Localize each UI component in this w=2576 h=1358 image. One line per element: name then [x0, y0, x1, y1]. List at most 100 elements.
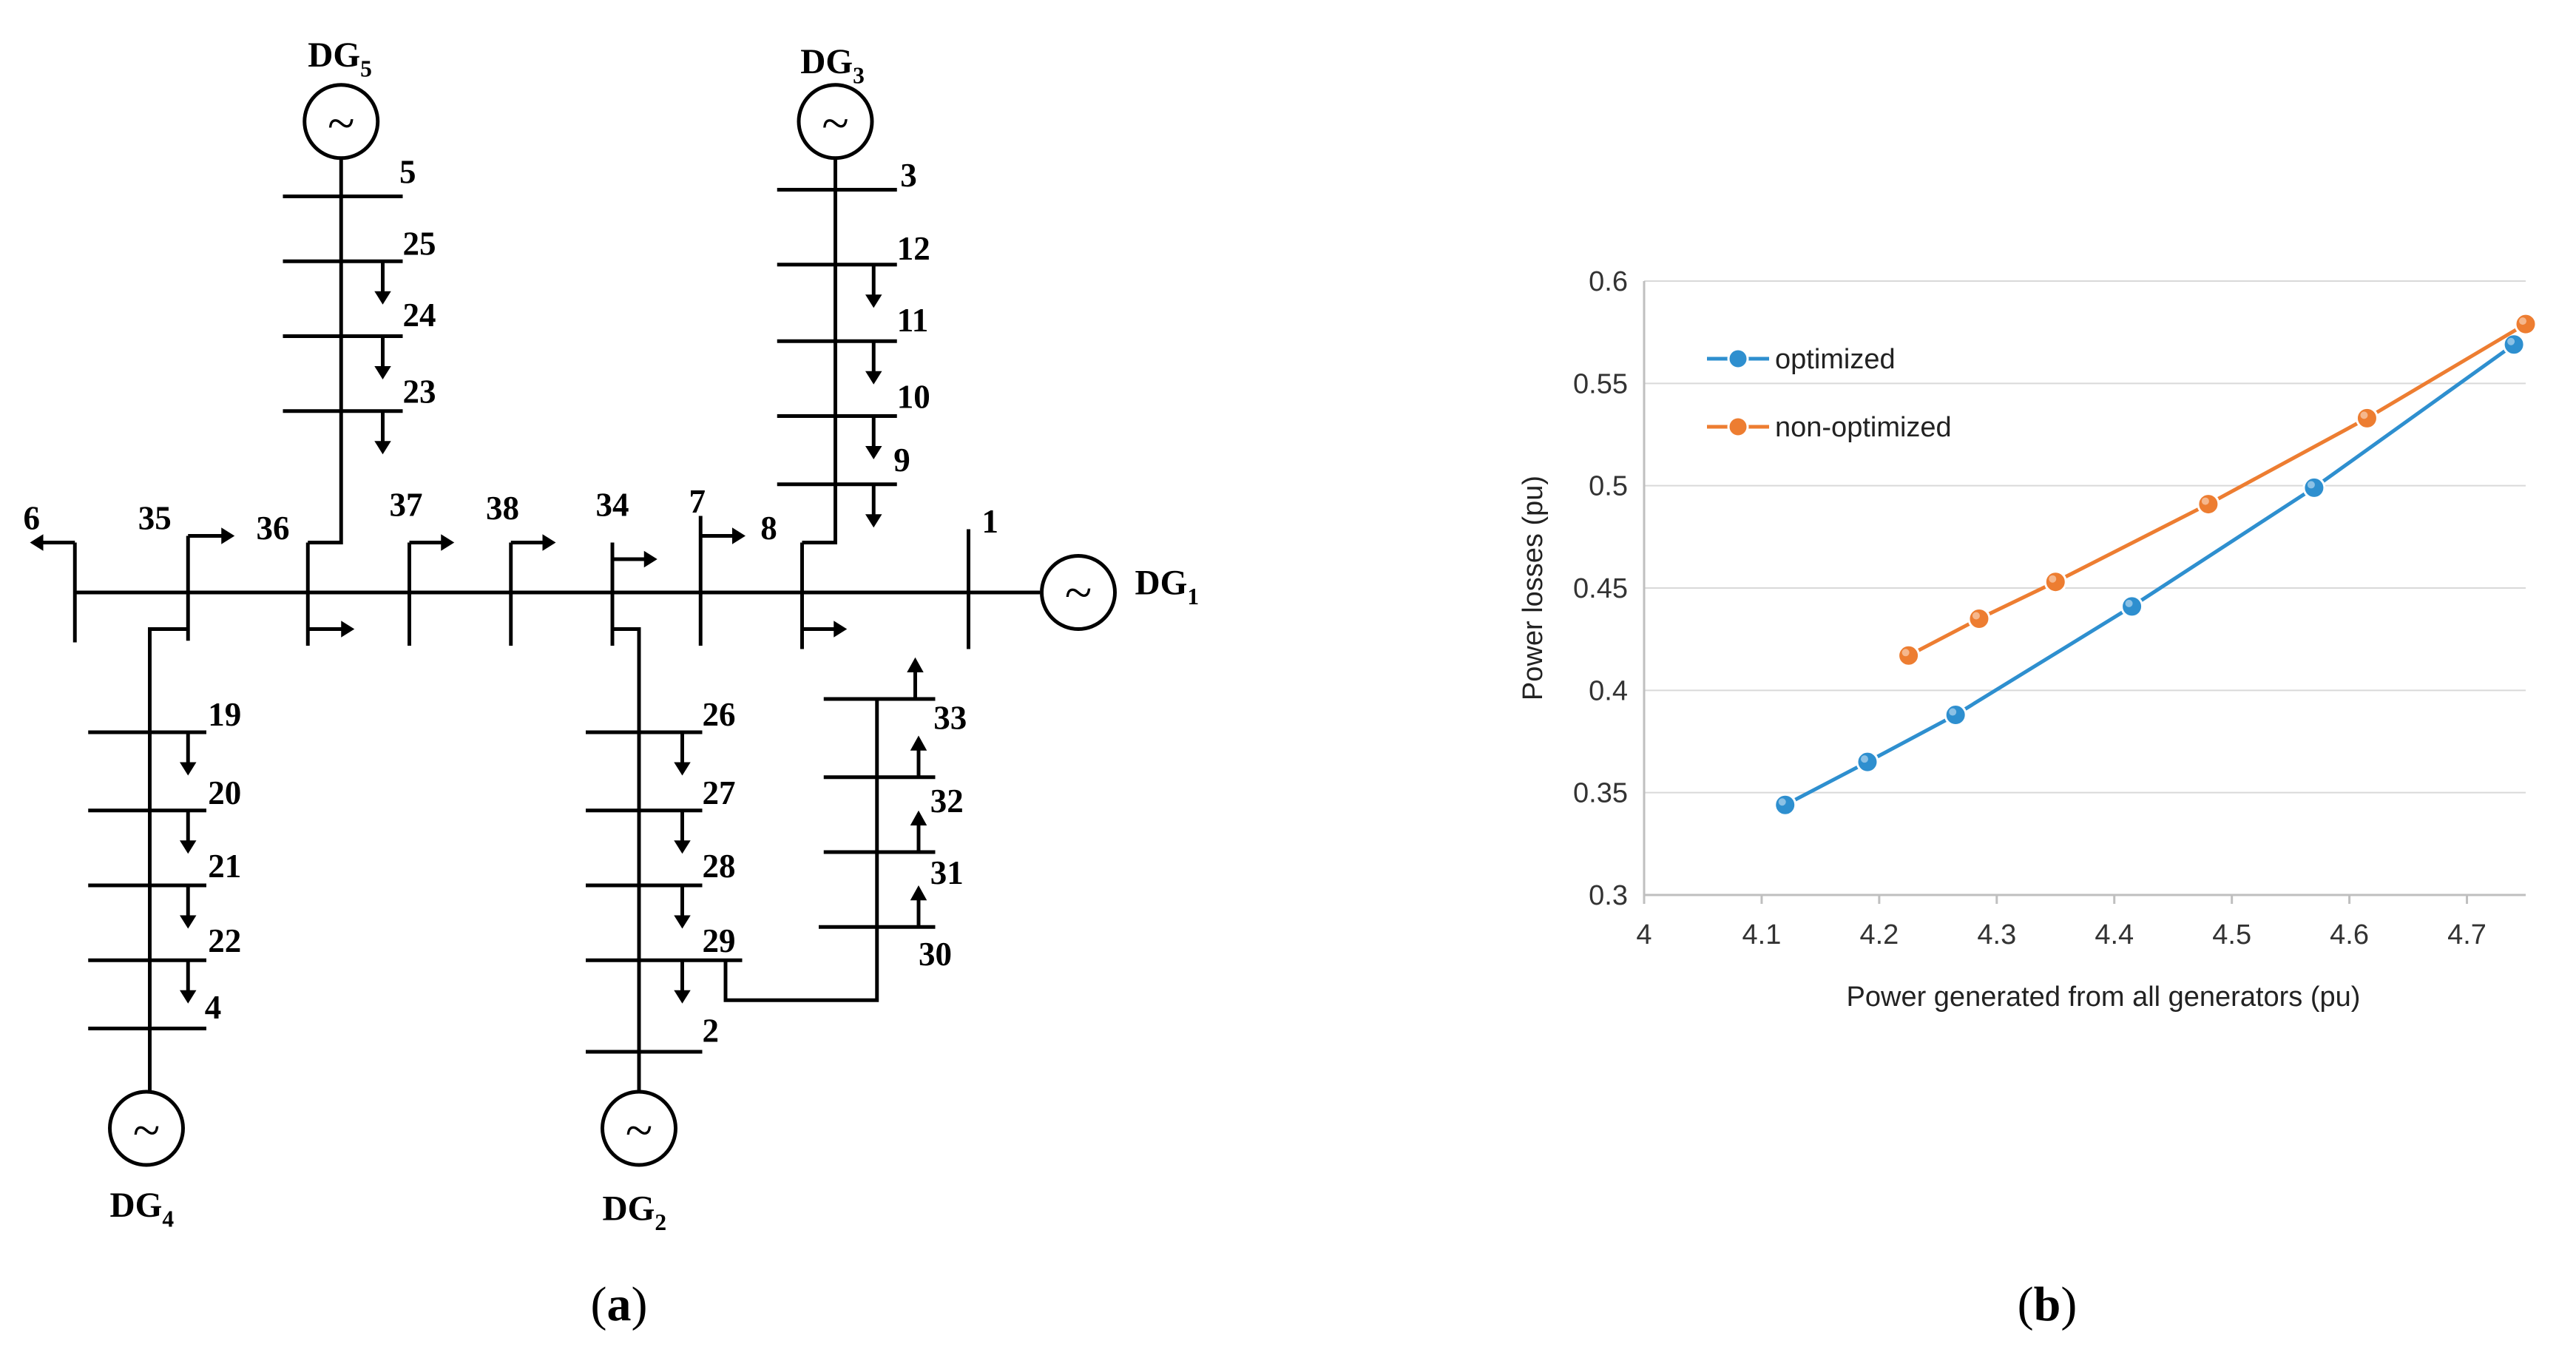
svg-text:~: ~	[626, 1102, 653, 1158]
data-point-highlight	[2507, 337, 2515, 345]
data-point-non-optimized	[2197, 493, 2220, 516]
bus-6: 6	[24, 500, 77, 643]
legend-label: optimized	[1775, 344, 1896, 375]
dg3-label: DG	[800, 43, 853, 81]
svg-text:DG3: DG3	[800, 43, 865, 89]
bus-label-37: 37	[390, 487, 423, 524]
x-tick-label: 4.1	[1742, 919, 1782, 950]
bus-7: 7	[689, 483, 746, 646]
bus-label-6: 6	[24, 500, 41, 537]
y-tick-label: 0.3	[1589, 880, 1628, 911]
dg2-label: DG	[603, 1189, 655, 1228]
data-point-highlight	[2049, 575, 2057, 583]
caption-a: (a)	[591, 1277, 648, 1331]
data-point-non-optimized	[1967, 607, 1991, 630]
bus-label-12: 12	[897, 230, 930, 267]
bus-label-38: 38	[486, 490, 519, 527]
bus-label-32: 32	[930, 783, 964, 820]
bus-label-4: 4	[205, 989, 222, 1026]
branch-30-33: 33 32 31 30	[819, 657, 967, 973]
y-tick-label: 0.45	[1573, 573, 1628, 604]
x-tick-label: 4.7	[2447, 919, 2487, 950]
chart-y-ticks: 0.30.350.40.450.50.550.6	[1573, 266, 1628, 911]
branch-dg4: ~ DG4 19 20 21 22 4	[88, 627, 241, 1232]
data-point-highlight	[2519, 317, 2526, 325]
bus-label-10: 10	[897, 378, 930, 415]
x-tick-label: 4.4	[2095, 919, 2134, 950]
bus-label-33: 33	[933, 700, 967, 737]
x-tick-label: 4.2	[1859, 919, 1899, 950]
data-point-highlight	[1901, 649, 1910, 657]
bus-label-9: 9	[893, 442, 910, 479]
y-tick-label: 0.55	[1573, 368, 1628, 399]
bus-1: 1	[967, 503, 999, 649]
chart-series	[1774, 312, 2538, 817]
data-point-non-optimized	[1897, 643, 1921, 667]
bus-label-21: 21	[208, 848, 241, 885]
bus-label-36: 36	[257, 510, 290, 547]
data-point-highlight	[1860, 755, 1868, 763]
data-point-non-optimized	[2043, 570, 2067, 594]
data-point-optimized	[1856, 750, 1879, 774]
bus-34: 34	[596, 487, 657, 646]
dg5-label: DG	[308, 36, 360, 75]
chart-legend: optimized non-optimized	[1707, 344, 1952, 443]
data-point-highlight	[2125, 599, 2133, 607]
y-tick-label: 0.4	[1589, 675, 1628, 706]
dg1-label: DG	[1135, 564, 1188, 602]
svg-text:~: ~	[133, 1102, 160, 1158]
x-tick-label: 4.5	[2212, 919, 2251, 950]
data-point-highlight	[2201, 497, 2209, 505]
data-point-highlight	[2360, 411, 2368, 419]
data-point-optimized	[2120, 595, 2144, 618]
svg-text:DG1: DG1	[1135, 564, 1200, 609]
branch-dg2: ~ DG2 26 27 28 29 2	[586, 627, 879, 1235]
data-point-optimized	[1944, 703, 1967, 727]
bus-label-11: 11	[897, 302, 929, 339]
bus-label-7: 7	[689, 483, 706, 520]
bus-label-8: 8	[760, 510, 777, 547]
bus-label-20: 20	[208, 774, 241, 811]
legend-swatch-marker	[1727, 348, 1749, 370]
caption-b: (b)	[2018, 1277, 2078, 1331]
svg-text:~: ~	[328, 95, 355, 151]
y-tick-label: 0.35	[1573, 778, 1628, 809]
y-tick-label: 0.6	[1589, 266, 1628, 297]
single-line-diagram: 6 35 36 37 38	[24, 36, 1200, 1235]
series-line-non-optimized	[1907, 322, 2527, 658]
bus-8: 8	[760, 510, 848, 649]
data-point-optimized	[1774, 793, 1797, 817]
bus-label-28: 28	[703, 848, 736, 885]
bus-label-30: 30	[919, 936, 952, 973]
bus-label-35: 35	[138, 500, 172, 537]
data-point-optimized	[2502, 333, 2526, 357]
bus-35: 35	[138, 500, 235, 641]
data-point-highlight	[1949, 708, 1957, 716]
data-point-highlight	[1972, 612, 1980, 620]
bus-label-25: 25	[403, 225, 436, 262]
bus-label-5: 5	[399, 154, 416, 191]
bus-label-2: 2	[703, 1013, 720, 1050]
bus-37: 37	[390, 487, 455, 646]
series-line-optimized	[1784, 342, 2515, 807]
bus-label-31: 31	[930, 854, 964, 891]
data-point-highlight	[2307, 481, 2315, 489]
branch-dg3: ~ DG3 3 12 11 10 9	[777, 43, 930, 544]
bus-label-22: 22	[208, 922, 241, 959]
dg4-label: DG	[110, 1186, 163, 1225]
data-point-non-optimized	[2514, 312, 2538, 336]
legend-label: non-optimized	[1775, 412, 1952, 443]
bus-label-1: 1	[982, 503, 999, 540]
generator-symbol: ~	[1065, 565, 1092, 621]
bus-label-26: 26	[703, 696, 736, 733]
x-tick-label: 4.6	[2330, 919, 2369, 950]
x-tick-label: 4.3	[1977, 919, 2016, 950]
bus-label-23: 23	[403, 374, 436, 411]
data-point-highlight	[1778, 798, 1786, 806]
bus-label-27: 27	[703, 774, 736, 811]
bus-label-34: 34	[596, 487, 629, 524]
svg-text:~: ~	[822, 95, 849, 151]
